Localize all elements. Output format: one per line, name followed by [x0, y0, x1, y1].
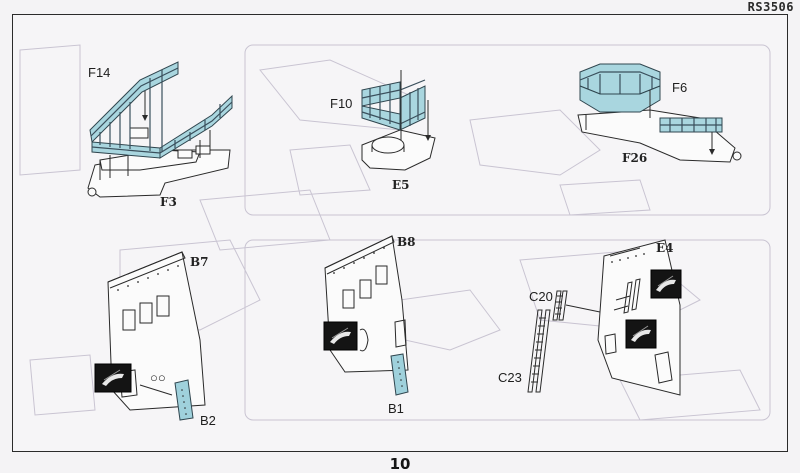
kit-code: RS3506 — [747, 0, 794, 14]
assembly-f6-f26 — [577, 63, 742, 163]
ladder-c23 — [527, 309, 551, 393]
assembly-f14-f3 — [87, 61, 233, 198]
label-f3: F3 — [160, 195, 177, 209]
label-f10: F10 — [330, 96, 352, 111]
label-f6: F6 — [672, 80, 687, 95]
bend-icon — [625, 319, 657, 349]
label-c20: C20 — [529, 289, 553, 304]
label-b8: B8 — [397, 235, 416, 249]
assembly-f10-e5 — [361, 70, 436, 171]
bend-icon — [94, 363, 132, 393]
bend-icon — [650, 269, 682, 299]
assembly-c20-c23-e4 — [527, 239, 681, 396]
bend-icon — [323, 321, 358, 351]
svg-text:○○: ○○ — [150, 370, 166, 385]
label-e4: E4 — [656, 241, 674, 255]
page-number: 10 — [389, 455, 411, 473]
ladder-b2 — [174, 379, 194, 421]
label-b1: B1 — [388, 401, 404, 416]
panel-b8 — [324, 235, 409, 373]
label-e5: E5 — [392, 178, 410, 192]
label-c23: C23 — [498, 370, 522, 385]
panel-e4 — [597, 239, 681, 396]
label-b2: B2 — [200, 413, 216, 428]
label-f26: F26 — [622, 151, 647, 165]
ladder-c20 — [552, 290, 568, 321]
assembly-b2-b7: ○○ — [107, 251, 206, 421]
label-b7: B7 — [190, 255, 209, 269]
label-f14: F14 — [88, 65, 110, 80]
assembly-b1-b8 — [324, 235, 409, 396]
